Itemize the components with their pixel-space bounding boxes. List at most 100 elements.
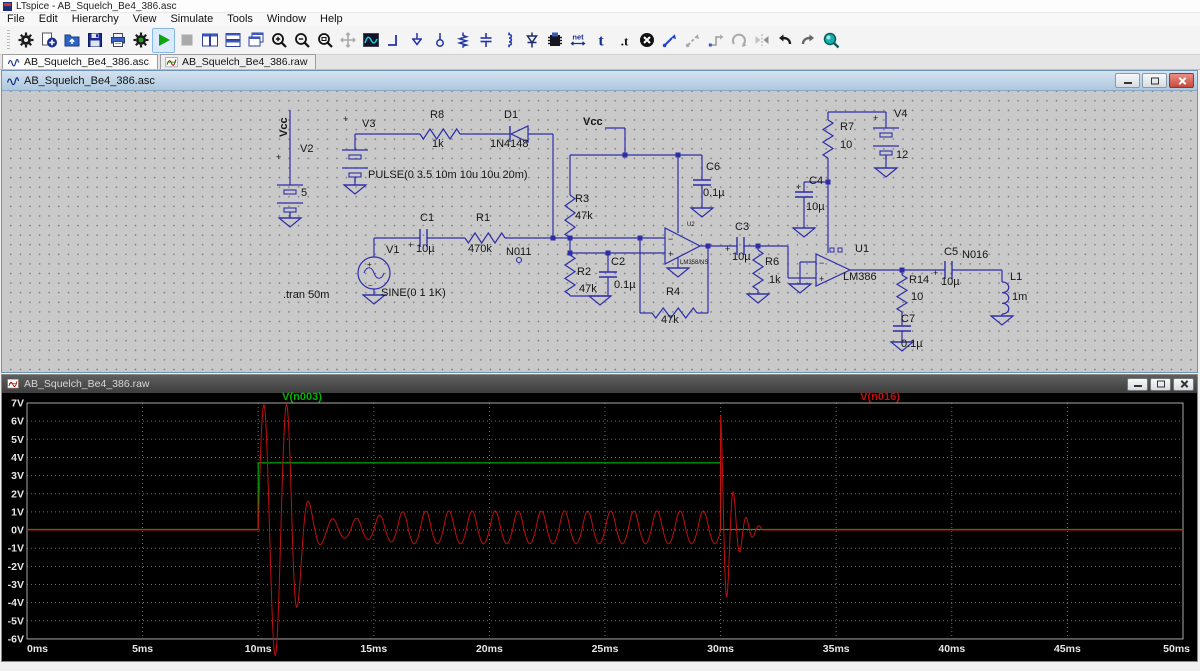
toolbar-waveform-view-button[interactable] [359, 28, 382, 53]
minimize-button[interactable] [1115, 73, 1140, 88]
toolbar-place-text-button[interactable]: t [589, 28, 612, 53]
control-panel-gear-icon [18, 32, 33, 48]
minimize-icon [1133, 384, 1142, 387]
schematic-window-title: AB_Squelch_Be4_386.asc [24, 74, 155, 87]
minimize-icon [1123, 82, 1132, 84]
toolbar-delete-button[interactable] [635, 28, 658, 53]
toolbar-run-button[interactable] [152, 27, 175, 53]
toolbar-settings-gear-button[interactable] [129, 28, 152, 53]
toolbar-save-button[interactable] [83, 28, 106, 53]
toolbar-zoom-in-button[interactable] [267, 28, 290, 53]
tab-AB_Squelch_Be4_386.raw[interactable]: AB_Squelch_Be4_386.raw [159, 54, 317, 69]
toolbar-new-schematic-button[interactable] [37, 28, 60, 53]
menu-item-hierarchy[interactable]: Hierarchy [71, 13, 119, 25]
toolbar-drag-button[interactable] [681, 28, 704, 53]
move-icon [662, 34, 676, 48]
place-capacitor-icon [480, 33, 491, 47]
toolbar-tile-vertical-button[interactable] [198, 28, 221, 53]
menu-item-help[interactable]: Help [320, 13, 343, 25]
maximize-button[interactable] [1150, 377, 1171, 391]
toolbar-place-capacitor-button[interactable] [474, 28, 497, 53]
svg-text:net: net [572, 33, 584, 42]
menu-item-tools[interactable]: Tools [227, 13, 253, 25]
find-icon [823, 32, 839, 49]
place-inductor-icon [507, 32, 512, 48]
toolbar-label-net-button[interactable] [428, 28, 451, 53]
toolbar-place-net-name-button[interactable]: net [566, 28, 589, 53]
toolbar-print-button[interactable] [106, 28, 129, 53]
close-button[interactable] [1169, 73, 1194, 88]
save-icon [87, 33, 102, 47]
toolbar-paste-button[interactable] [704, 28, 727, 53]
status-strip [0, 662, 1200, 671]
svg-text:.t: .t [620, 34, 628, 49]
rotate-icon [731, 33, 746, 47]
schematic-canvas[interactable] [2, 91, 1197, 372]
toolbar-mirror-button[interactable] [750, 28, 773, 53]
close-icon [1177, 76, 1186, 85]
toolbar-redo-button[interactable] [796, 28, 819, 53]
schematic-window-title-bar[interactable]: AB_Squelch_Be4_386.asc [2, 71, 1197, 91]
tab-AB_Squelch_Be4_386.asc[interactable]: AB_Squelch_Be4_386.asc [2, 54, 158, 69]
schematic-window-icon [6, 76, 20, 85]
menu-item-edit[interactable]: Edit [38, 13, 58, 25]
toolbar-spice-directive-button[interactable]: .t [612, 28, 635, 53]
toolbar-place-inductor-button[interactable] [497, 28, 520, 53]
tile-vertical-icon [201, 33, 218, 47]
toolbar-place-component-button[interactable] [543, 28, 566, 53]
ltspice-app-icon [3, 1, 12, 11]
toolbar-open-file-button[interactable] [60, 28, 83, 53]
drag-icon [685, 34, 699, 48]
toolbar-zoom-out-button[interactable] [290, 28, 313, 53]
waveform-tab-icon [165, 56, 178, 67]
close-icon [1179, 380, 1188, 389]
waveform-window-title: AB_Squelch_Be4_386.raw [24, 378, 150, 390]
toolbar-pan-button[interactable] [336, 28, 359, 53]
tile-horizontal-icon [225, 33, 240, 47]
schematic-window: AB_Squelch_Be4_386.asc [1, 70, 1198, 373]
waveform-window-title-bar[interactable]: AB_Squelch_Be4_386.raw [2, 375, 1197, 393]
toolbar-place-diode-button[interactable] [520, 28, 543, 53]
toolbar-place-ground-button[interactable] [405, 28, 428, 53]
place-resistor-icon [456, 32, 469, 48]
toolbar-zoom-full-button[interactable] [313, 28, 336, 53]
toolbar-undo-button[interactable] [773, 28, 796, 53]
waveform-view-icon [362, 33, 379, 47]
paste-icon [708, 34, 723, 47]
maximize-icon [1156, 380, 1165, 388]
toolbar-rotate-button[interactable] [727, 28, 750, 53]
redo-icon [801, 34, 814, 45]
waveform-window: AB_Squelch_Be4_386.raw [1, 374, 1198, 662]
halt-icon [181, 34, 192, 46]
toolbar-find-button[interactable] [819, 28, 842, 53]
toolbar-move-button[interactable] [658, 28, 681, 53]
new-schematic-icon [41, 32, 57, 48]
menu-item-file[interactable]: File [7, 13, 25, 25]
place-component-icon [547, 32, 562, 46]
undo-icon [778, 34, 791, 45]
menu-item-window[interactable]: Window [266, 13, 307, 25]
waveform-window-icon [7, 379, 19, 389]
toolbar-place-resistor-button[interactable] [451, 28, 474, 53]
menu-item-view[interactable]: View [132, 13, 157, 25]
delete-icon [639, 33, 654, 47]
toolbar-halt-button[interactable] [175, 28, 198, 53]
place-net-name-icon: net [570, 33, 585, 46]
run-icon [158, 34, 170, 46]
toolbar-tile-horizontal-button[interactable] [221, 28, 244, 53]
toolbar-cascade-windows-button[interactable] [244, 28, 267, 53]
tab-label: AB_Squelch_Be4_386.raw [181, 56, 308, 68]
menu-item-simulate[interactable]: Simulate [170, 13, 214, 25]
pan-icon [339, 32, 356, 48]
mirror-icon [755, 34, 768, 46]
waveform-plot-area[interactable] [2, 393, 1197, 661]
close-button[interactable] [1173, 377, 1194, 391]
maximize-button[interactable] [1142, 73, 1167, 88]
spice-directive-icon: .t [620, 34, 628, 49]
toolbar-control-panel-gear-button[interactable] [14, 28, 37, 53]
minimize-button[interactable] [1127, 377, 1148, 391]
app-title-bar[interactable]: LTspice - AB_Squelch_Be4_386.asc [0, 0, 1200, 13]
toolbar-draw-wire-button[interactable] [382, 28, 405, 53]
